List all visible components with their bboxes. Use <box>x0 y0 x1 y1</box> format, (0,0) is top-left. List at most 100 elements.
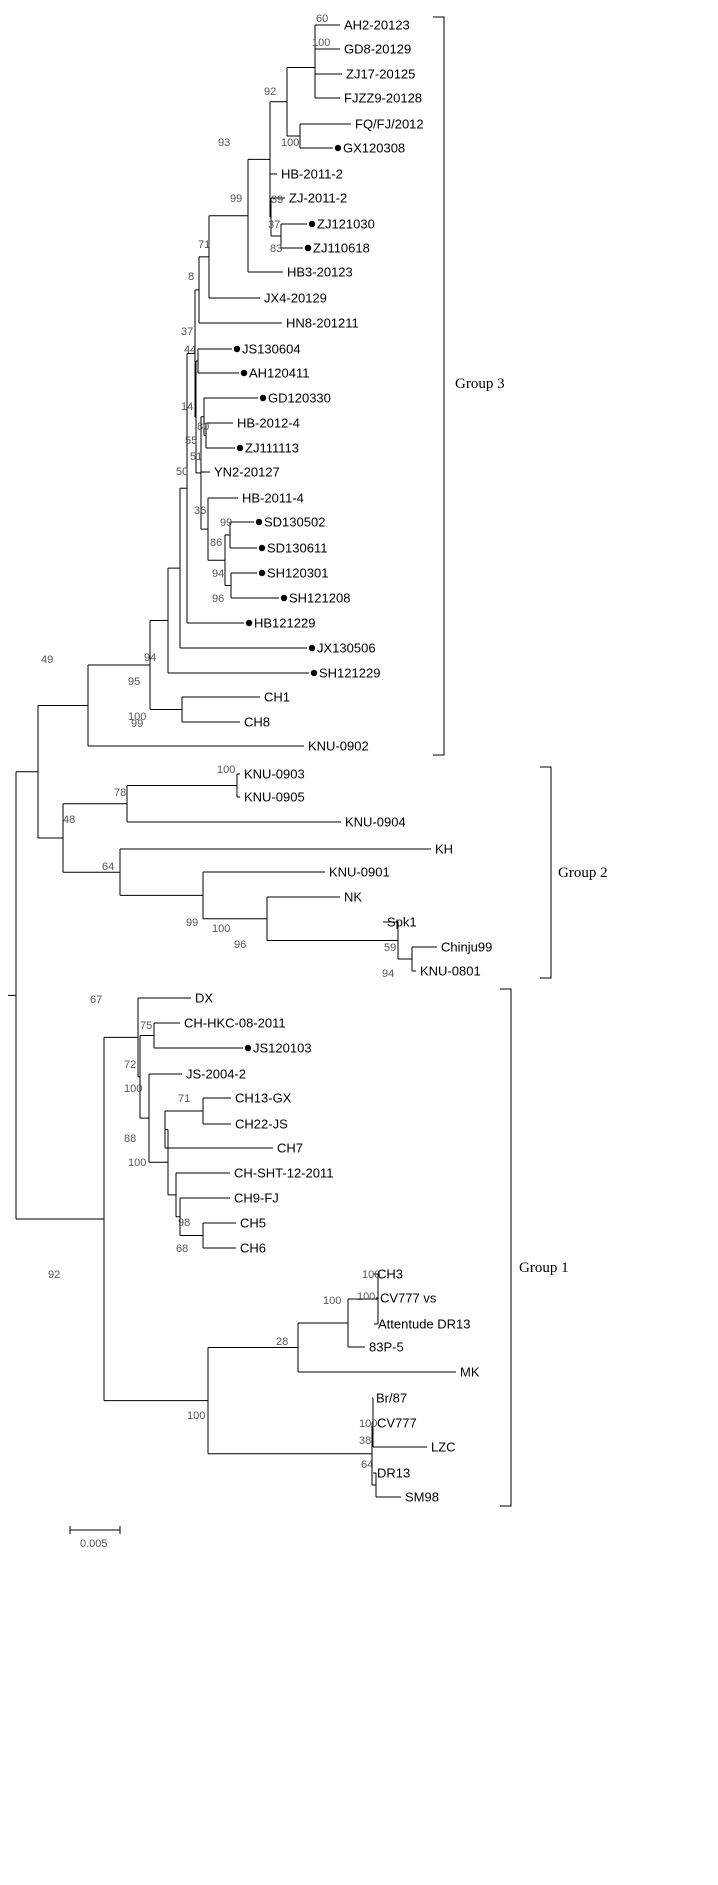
taxon-label-knu-0901: KNU-0901 <box>329 865 390 880</box>
group-3-label: Group 3 <box>455 376 505 392</box>
bootstrap-value: 37 <box>268 219 280 231</box>
taxon-label-cv777: CV777 <box>377 1416 417 1431</box>
group-1-label: Group 1 <box>519 1260 569 1276</box>
taxon-label-ah2-20123: AH2-20123 <box>344 18 410 33</box>
taxon-label-zj111113: ZJ111113 <box>245 441 299 456</box>
bootstrap-value: 100 <box>128 711 146 723</box>
taxon-label-spk1: Spk1 <box>387 915 417 930</box>
taxon-label-zj110618: ZJ110618 <box>313 241 370 256</box>
bootstrap-value: 8 <box>188 271 194 283</box>
sample-marker-icon <box>240 369 248 377</box>
bootstrap-value: 64 <box>102 861 114 873</box>
taxon-label-jx130506: JX130506 <box>317 641 376 656</box>
bootstrap-value: 99 <box>220 517 232 529</box>
taxon-label-ch8: CH8 <box>244 715 270 730</box>
taxon-label-sm98: SM98 <box>405 1490 439 1505</box>
bootstrap-value: 55 <box>185 435 197 447</box>
taxon-label-sh121229: SH121229 <box>319 666 380 681</box>
bootstrap-value: 100 <box>323 1295 341 1307</box>
taxon-label-knu-0905: KNU-0905 <box>244 790 305 805</box>
taxon-label-ch13-gx: CH13-GX <box>235 1091 292 1106</box>
taxon-label-sd130611: SD130611 <box>267 541 327 556</box>
taxon-label-yn2-20127: YN2-20127 <box>214 465 280 480</box>
bootstrap-value: 50 <box>176 466 188 478</box>
bootstrap-value: 64 <box>361 1459 373 1471</box>
bootstrap-value: 49 <box>41 654 53 666</box>
taxon-label-ch1: CH1 <box>264 690 290 705</box>
bootstrap-value: 51 <box>190 451 202 463</box>
taxon-label-hb121229: HB121229 <box>254 616 315 631</box>
bootstrap-value: 60 <box>316 13 328 25</box>
taxon-label-83p-5: 83P-5 <box>369 1340 404 1355</box>
bootstrap-value: 94 <box>212 568 224 580</box>
bootstrap-value: 36 <box>194 505 206 517</box>
taxon-label-js120103: JS120103 <box>253 1041 312 1056</box>
taxon-label-hn8-201211: HN8-201211 <box>286 316 359 331</box>
bootstrap-value: 100 <box>187 1410 205 1422</box>
bootstrap-value: 100 <box>359 1418 377 1430</box>
bootstrap-value: 99 <box>230 193 242 205</box>
taxon-label-ch5: CH5 <box>240 1216 266 1231</box>
taxon-label-ah120411: AH120411 <box>249 366 309 381</box>
bootstrap-value: 68 <box>176 1243 188 1255</box>
taxon-label-lzc: LZC <box>431 1440 456 1455</box>
bootstrap-value: 100 <box>357 1291 375 1303</box>
sample-marker-icon <box>259 394 267 402</box>
group-2-label: Group 2 <box>558 865 608 881</box>
sample-marker-icon <box>280 594 288 602</box>
bootstrap-value: 37 <box>181 326 193 338</box>
bootstrap-value: 94 <box>144 652 156 664</box>
taxon-label-zj121030: ZJ121030 <box>317 217 375 232</box>
taxon-label-ch22-js: CH22-JS <box>235 1117 288 1132</box>
taxon-label-kh: KH <box>435 842 453 857</box>
taxon-label-dr13: DR13 <box>377 1466 410 1481</box>
taxon-label-js-2004-2: JS-2004-2 <box>186 1067 246 1082</box>
sample-marker-icon <box>244 1044 252 1052</box>
taxon-label-knu-0903: KNU-0903 <box>244 767 305 782</box>
bootstrap-value: 39 <box>271 194 283 206</box>
sample-marker-icon <box>310 669 318 677</box>
taxon-label-mk: MK <box>460 1365 480 1380</box>
taxon-label-cv777-vs: CV777 vs <box>380 1291 437 1306</box>
bootstrap-value: 92 <box>48 1269 60 1281</box>
bootstrap-value: 28 <box>276 1336 288 1348</box>
group-2-bracket <box>540 766 552 979</box>
taxon-label-gd8-20129: GD8-20129 <box>344 42 411 57</box>
bootstrap-value: 96 <box>212 593 224 605</box>
taxon-label-sh120301: SH120301 <box>267 566 328 581</box>
sample-marker-icon <box>304 244 312 252</box>
group-1-bracket <box>500 988 512 1507</box>
taxon-label-ch3: CH3 <box>377 1267 403 1282</box>
scale-bar-label: 0.005 <box>80 1538 108 1550</box>
taxon-label-ch-sht-12-2011: CH-SHT-12-2011 <box>234 1166 333 1181</box>
sample-marker-icon <box>258 569 266 577</box>
taxon-label-dx: DX <box>195 991 213 1006</box>
bootstrap-value: 100 <box>312 37 330 49</box>
bootstrap-value: 83 <box>270 243 282 255</box>
bootstrap-value: 78 <box>114 787 126 799</box>
taxon-label-hb3-20123: HB3-20123 <box>287 265 353 280</box>
sample-marker-icon <box>308 220 316 228</box>
taxon-label-ch6: CH6 <box>240 1241 266 1256</box>
bootstrap-value: 94 <box>382 968 394 980</box>
taxon-label-fjzz9-20128: FJZZ9-20128 <box>344 91 422 106</box>
bootstrap-value: 75 <box>140 1020 152 1032</box>
taxon-label-js130604: JS130604 <box>242 342 301 357</box>
bootstrap-value: 44 <box>184 344 196 356</box>
bootstrap-value: 48 <box>63 814 75 826</box>
group-3-bracket <box>433 16 445 756</box>
taxon-label-br-87: Br/87 <box>376 1391 407 1406</box>
sample-marker-icon <box>334 144 342 152</box>
sample-marker-icon <box>308 644 316 652</box>
bootstrap-value: 95 <box>128 676 140 688</box>
taxon-label-gd120330: GD120330 <box>268 391 331 406</box>
taxon-label-sd130502: SD130502 <box>264 515 325 530</box>
sample-marker-icon <box>255 518 263 526</box>
bootstrap-value: 67 <box>90 994 102 1006</box>
taxon-label-attentude-dr13: Attentude DR13 <box>378 1317 471 1332</box>
taxon-label-zj17-20125: ZJ17-20125 <box>346 67 415 82</box>
sample-marker-icon <box>233 345 241 353</box>
taxon-label-ch7: CH7 <box>277 1141 303 1156</box>
bootstrap-value: 93 <box>218 137 230 149</box>
